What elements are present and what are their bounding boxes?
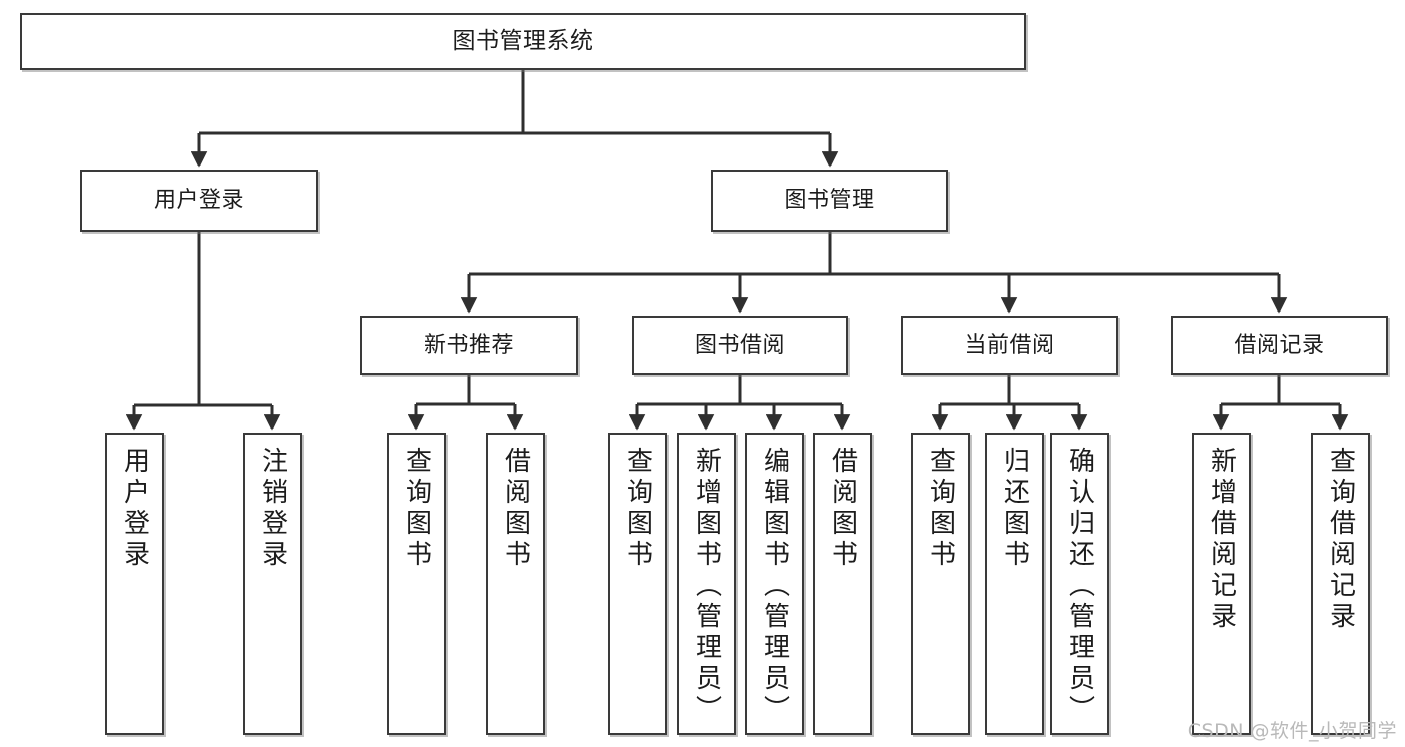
- leaf-label: 确认归还（管理员）: [1064, 447, 1095, 726]
- leaf-borrow-book[interactable]: 借阅图书: [813, 433, 872, 735]
- leaf-label: 用户登录: [119, 447, 150, 571]
- leaf-label: 注销登录: [257, 447, 288, 571]
- leaf-edit-book-admin[interactable]: 编辑图书（管理员）: [745, 433, 804, 735]
- leaf-query-book-borrow[interactable]: 查询图书: [608, 433, 667, 735]
- leaf-logout[interactable]: 注销登录: [243, 433, 302, 735]
- watermark: CSDN @软件_小贺同学: [1187, 720, 1397, 742]
- node-label: 图书借阅: [694, 332, 785, 358]
- leaf-label: 新增借阅记录: [1206, 447, 1237, 633]
- node-root-label: 图书管理系统: [452, 27, 594, 54]
- leaf-label: 借阅图书: [500, 447, 531, 571]
- node-level3-new-book-recommend[interactable]: 新书推荐: [360, 316, 578, 375]
- node-level3-current-borrow[interactable]: 当前借阅: [901, 316, 1118, 375]
- node-level2-book-management[interactable]: 图书管理: [711, 170, 948, 232]
- leaf-add-book-admin[interactable]: 新增图书（管理员）: [677, 433, 736, 735]
- node-label: 用户登录: [153, 188, 244, 214]
- leaf-confirm-return-admin[interactable]: 确认归还（管理员）: [1050, 433, 1109, 735]
- node-label: 借阅记录: [1234, 332, 1325, 358]
- leaf-label: 归还图书: [999, 447, 1030, 571]
- leaf-query-book-current[interactable]: 查询图书: [911, 433, 970, 735]
- node-label: 当前借阅: [964, 332, 1055, 358]
- node-level3-borrow-record[interactable]: 借阅记录: [1171, 316, 1388, 375]
- leaf-query-borrow-record[interactable]: 查询借阅记录: [1311, 433, 1370, 735]
- leaf-return-book[interactable]: 归还图书: [985, 433, 1044, 735]
- leaf-user-login[interactable]: 用户登录: [105, 433, 164, 735]
- node-level2-user-login[interactable]: 用户登录: [80, 170, 318, 232]
- node-label: 新书推荐: [423, 332, 514, 358]
- node-level3-book-borrow[interactable]: 图书借阅: [632, 316, 848, 375]
- leaf-query-book-newbook[interactable]: 查询图书: [387, 433, 446, 735]
- leaf-label: 新增图书（管理员）: [691, 447, 722, 726]
- leaf-label: 查询借阅记录: [1325, 447, 1356, 633]
- node-root[interactable]: 图书管理系统: [20, 13, 1026, 70]
- leaf-label: 查询图书: [925, 447, 956, 571]
- leaf-label: 查询图书: [622, 447, 653, 571]
- node-label: 图书管理: [784, 188, 875, 214]
- leaf-label: 借阅图书: [827, 447, 858, 571]
- leaf-label: 查询图书: [401, 447, 432, 571]
- leaf-borrow-book-newbook[interactable]: 借阅图书: [486, 433, 545, 735]
- leaf-label: 编辑图书（管理员）: [759, 447, 790, 726]
- leaf-add-borrow-record[interactable]: 新增借阅记录: [1192, 433, 1251, 735]
